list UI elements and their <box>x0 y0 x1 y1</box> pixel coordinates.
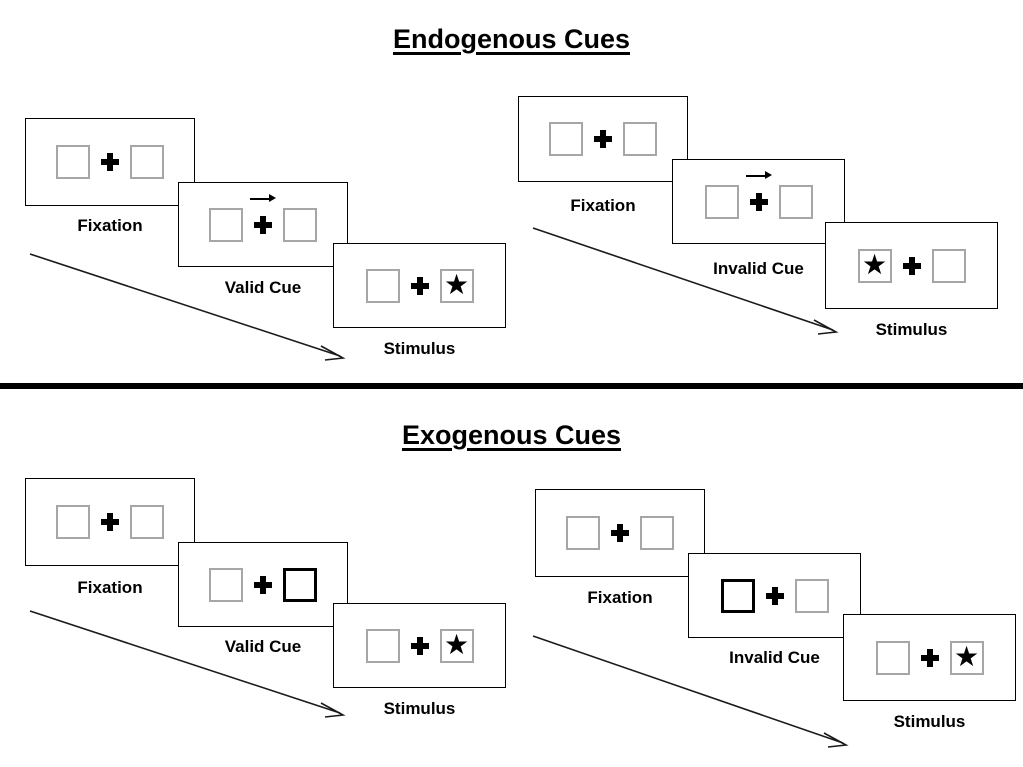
panel-row <box>549 122 657 156</box>
panel-caption-fixation: Fixation <box>77 216 143 235</box>
panel-caption-fixation: Fixation <box>587 588 653 607</box>
panel-caption-invalid-cue: Invalid Cue <box>729 648 820 667</box>
right-stimulus-box <box>283 207 317 242</box>
left-stimulus-box <box>209 207 243 242</box>
fixation-plus-wrap <box>90 505 130 539</box>
trial-panel-fixation[interactable] <box>518 96 688 182</box>
section-endogenous-cues: Endogenous Cues Fixation <box>25 24 998 361</box>
left-stimulus-box <box>365 268 400 303</box>
panel-caption-stimulus: Stimulus <box>383 699 456 718</box>
left-stimulus-box: ★ <box>857 248 892 283</box>
panel-row <box>704 171 813 219</box>
right-stimulus-box <box>130 505 164 539</box>
trial-panel-valid-cue[interactable] <box>178 542 348 627</box>
panel-caption-stimulus: Stimulus <box>893 712 966 731</box>
flow-arrow-endogenous-invalid <box>532 227 839 335</box>
right-stimulus-box <box>931 248 966 283</box>
plus-fixation-icon <box>902 256 921 275</box>
fixation-plus-wrap <box>583 122 623 156</box>
left-stimulus-box <box>56 145 90 179</box>
left-stimulus-box <box>875 640 910 675</box>
trial-panel-fixation[interactable] <box>535 489 705 577</box>
trial-panel-stimulus[interactable]: ★ <box>843 614 1016 701</box>
star-icon: ★ <box>953 640 980 672</box>
right-stimulus-box <box>640 516 674 550</box>
fixation-plus-wrap <box>739 171 779 219</box>
plus-fixation-icon <box>749 192 768 211</box>
panel-row <box>209 567 317 602</box>
plus-fixation-icon <box>611 524 629 542</box>
flow-arrow-exogenous-valid <box>29 610 346 718</box>
trial-panel-stimulus[interactable]: ★ <box>333 243 506 328</box>
fixation-plus-wrap <box>243 568 283 602</box>
flow-arrow-exogenous-invalid <box>532 635 849 748</box>
panel-row: ★ <box>875 640 984 675</box>
section-title-endogenous: Endogenous Cues <box>392 24 630 54</box>
panel-caption-valid-cue: Valid Cue <box>224 278 302 297</box>
left-stimulus-box <box>365 628 400 663</box>
right-arrow-cue-icon <box>745 171 772 181</box>
panel-row: ★ <box>365 268 474 303</box>
plus-fixation-icon <box>920 648 939 667</box>
plus-fixation-icon <box>254 215 272 234</box>
right-arrow-cue-icon <box>250 194 276 204</box>
panel-row <box>209 194 317 242</box>
left-stimulus-box <box>56 505 90 539</box>
star-icon: ★ <box>443 268 470 300</box>
section-exogenous-cues: Exogenous Cues Fixation <box>0 392 1023 767</box>
right-stimulus-box <box>623 122 657 156</box>
plus-fixation-icon <box>594 130 612 148</box>
fixation-plus-wrap <box>90 145 130 179</box>
plus-fixation-icon <box>254 575 272 594</box>
trial-panel-fixation[interactable] <box>25 118 195 206</box>
star-icon: ★ <box>443 628 470 660</box>
right-stimulus-box <box>794 578 829 613</box>
fixation-plus-wrap <box>892 249 932 283</box>
plus-fixation-icon <box>101 513 119 531</box>
trial-panel-invalid-cue[interactable] <box>688 553 861 638</box>
trial-panel-fixation[interactable] <box>25 478 195 566</box>
section-title-exogenous: Exogenous Cues <box>401 420 622 450</box>
plus-fixation-icon <box>765 586 784 605</box>
section-divider <box>0 383 1023 389</box>
left-stimulus-box-cued <box>720 578 755 613</box>
flow-arrow-endogenous-valid <box>29 253 346 361</box>
panel-row: ★ <box>857 248 966 283</box>
trial-panel-stimulus[interactable]: ★ <box>825 222 998 309</box>
panel-row <box>720 578 829 613</box>
left-stimulus-box <box>566 516 600 550</box>
panel-row <box>56 145 164 179</box>
panel-caption-stimulus: Stimulus <box>383 339 456 358</box>
right-stimulus-box: ★ <box>439 268 474 303</box>
right-stimulus-box <box>778 184 813 219</box>
left-stimulus-box <box>209 567 243 602</box>
fixation-plus-wrap <box>400 269 440 303</box>
panel-caption-valid-cue: Valid Cue <box>224 637 302 656</box>
fixation-plus-wrap <box>910 641 950 675</box>
panel-row <box>566 516 674 550</box>
right-stimulus-box-cued <box>283 567 317 602</box>
plus-fixation-icon <box>101 153 119 171</box>
trial-panel-valid-cue[interactable] <box>178 182 348 267</box>
right-stimulus-box: ★ <box>439 628 474 663</box>
right-stimulus-box <box>130 145 164 179</box>
fixation-plus-wrap <box>600 516 640 550</box>
panel-row <box>56 505 164 539</box>
panel-caption-fixation: Fixation <box>77 578 143 597</box>
panel-row: ★ <box>365 628 474 663</box>
star-icon: ★ <box>861 248 888 280</box>
fixation-plus-wrap <box>755 579 795 613</box>
left-stimulus-box <box>549 122 583 156</box>
right-stimulus-box: ★ <box>949 640 984 675</box>
plus-fixation-icon <box>410 276 429 295</box>
panel-caption-invalid-cue: Invalid Cue <box>713 259 804 278</box>
fixation-plus-wrap <box>243 194 283 242</box>
panel-caption-fixation: Fixation <box>570 196 636 215</box>
left-stimulus-box <box>704 184 739 219</box>
trial-panel-stimulus[interactable]: ★ <box>333 603 506 688</box>
trial-panel-invalid-cue[interactable] <box>672 159 845 244</box>
plus-fixation-icon <box>410 636 429 655</box>
panel-caption-stimulus: Stimulus <box>875 320 948 339</box>
fixation-plus-wrap <box>400 629 440 663</box>
